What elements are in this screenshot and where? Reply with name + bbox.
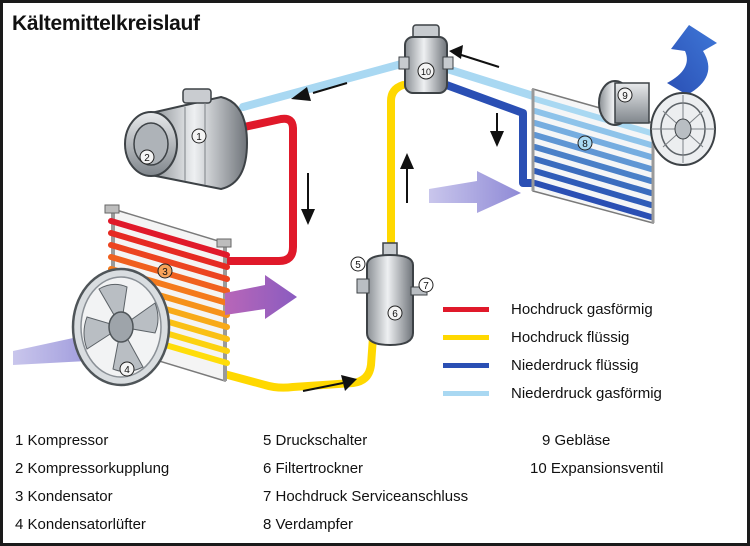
pipe-low-pressure-gas xyxy=(239,59,409,111)
blower xyxy=(598,80,716,166)
component-item: 3 Kondensator xyxy=(15,488,113,505)
component-item: 6 Filtertrockner xyxy=(263,460,364,477)
svg-text:8: 8 xyxy=(582,139,588,150)
component-item: 10 Expansionsventil xyxy=(530,460,664,477)
diagram-title: Kältemittelkreislauf xyxy=(12,12,200,35)
svg-text:6: 6 xyxy=(392,309,398,320)
callout-4: 4 xyxy=(119,361,135,377)
airflow-hot-arrow xyxy=(225,275,297,319)
callout-8: 8 xyxy=(577,135,593,151)
legend-label: Niederdruck gasförmig xyxy=(511,384,662,402)
svg-text:9: 9 xyxy=(622,91,628,102)
legend-item-high-pressure-liquid: Hochdruck flüssig xyxy=(443,326,629,348)
refrigerant-circuit-diagram: 1 2 3 4 5 6 7 8 9 10 xyxy=(13,24,717,392)
airflow-cool-out-arrow xyxy=(667,25,717,95)
svg-text:3: 3 xyxy=(162,267,168,278)
component-item: 7 Hochdruck Serviceanschluss xyxy=(263,488,469,505)
pipe-high-pressure-liquid-riser xyxy=(387,81,407,253)
component-item: 1 Kompressor xyxy=(15,432,109,449)
component-item: 9 Gebläse xyxy=(542,432,611,449)
component-list-col-1: 1 Kompressor 2 Kompressorkupplung 3 Kond… xyxy=(15,427,169,539)
svg-text:1: 1 xyxy=(196,132,202,143)
legend-swatch-light-blue xyxy=(443,390,489,396)
legend-label: Hochdruck gasförmig xyxy=(511,300,653,318)
pipe-high-pressure-liquid xyxy=(209,333,377,392)
svg-text:2: 2 xyxy=(144,153,150,164)
callout-9: 9 xyxy=(617,87,633,103)
callout-10: 10 xyxy=(417,62,435,80)
legend-label: Niederdruck flüssig xyxy=(511,356,639,374)
legend-item-low-pressure-liquid: Niederdruck flüssig xyxy=(443,354,639,376)
filter-dryer xyxy=(356,242,428,347)
callout-1: 1 xyxy=(191,128,207,144)
legend-item-low-pressure-gas: Niederdruck gasförmig xyxy=(443,382,662,404)
callout-3: 3 xyxy=(157,263,173,279)
callout-6: 6 xyxy=(387,305,403,321)
legend-swatch-dark-blue xyxy=(443,362,489,368)
flow-arrows xyxy=(291,45,504,392)
svg-text:10: 10 xyxy=(421,67,431,77)
svg-text:4: 4 xyxy=(124,365,130,376)
pipe-high-pressure-gas xyxy=(211,114,297,265)
legend-swatch-red xyxy=(443,306,489,312)
condenser-fan xyxy=(71,267,171,387)
component-list-col-2: 5 Druckschalter 6 Filtertrockner 7 Hochd… xyxy=(263,427,468,539)
component-item: 5 Druckschalter xyxy=(263,432,368,449)
component-list-col-3: 9 Gebläse 10 Expansionsventil xyxy=(530,427,663,483)
callout-7: 7 xyxy=(418,277,434,293)
callout-5: 5 xyxy=(350,256,366,272)
callout-2: 2 xyxy=(139,149,155,165)
expansion-valve xyxy=(398,24,454,94)
component-item: 8 Verdampfer xyxy=(263,516,354,533)
legend-label: Hochdruck flüssig xyxy=(511,328,630,346)
airflow-evaporator-in-arrow xyxy=(429,171,521,213)
component-item: 2 Kompressorkupplung xyxy=(15,460,170,477)
component-item: 4 Kondensatorlüfter xyxy=(15,516,146,533)
svg-text:7: 7 xyxy=(423,281,429,292)
legend-item-high-pressure-gas: Hochdruck gasförmig xyxy=(443,298,653,320)
svg-text:5: 5 xyxy=(355,260,361,271)
compressor xyxy=(124,88,249,191)
legend-swatch-yellow xyxy=(443,334,489,340)
